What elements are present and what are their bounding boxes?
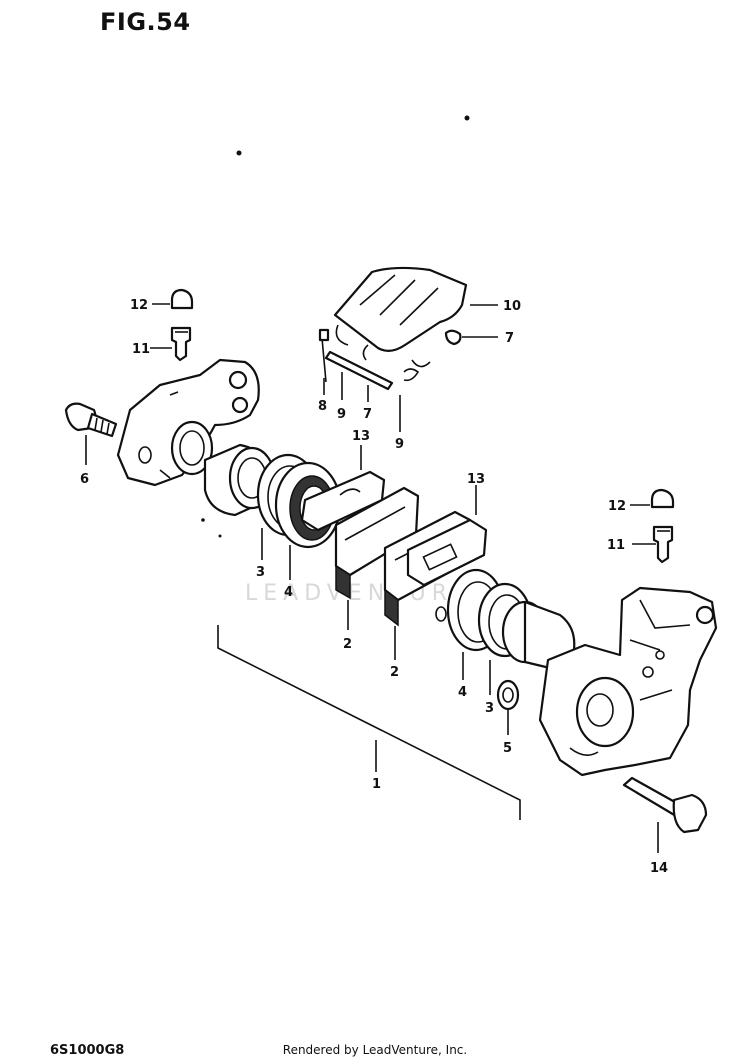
callout-7-right: 7 bbox=[505, 331, 514, 346]
right-caliper-body bbox=[538, 586, 718, 777]
callout-14: 14 bbox=[650, 861, 668, 876]
callout-9-left: 9 bbox=[337, 407, 346, 422]
small-clip bbox=[435, 606, 447, 622]
callout-3-left: 3 bbox=[256, 565, 265, 580]
callout-6: 6 bbox=[80, 472, 89, 487]
callout-11-left: 11 bbox=[132, 342, 150, 357]
render-credit: Rendered by LeadVenture, Inc. bbox=[282, 1043, 468, 1057]
callout-2-right: 2 bbox=[390, 665, 399, 680]
left-caliper-body bbox=[116, 358, 260, 487]
assembly-bracket bbox=[217, 625, 521, 820]
brake-pad-left bbox=[334, 486, 420, 600]
washer bbox=[496, 679, 520, 711]
callout-2-left: 2 bbox=[343, 637, 352, 652]
watermark: LEADVENTURE bbox=[245, 581, 473, 606]
speck bbox=[236, 150, 242, 156]
left-bleeder-parts bbox=[170, 288, 194, 362]
figure-title: FIG.54 bbox=[100, 8, 191, 36]
callout-12-right: 12 bbox=[608, 499, 626, 514]
callout-12-left: 12 bbox=[130, 298, 148, 313]
callout-4-right: 4 bbox=[458, 685, 467, 700]
callout-3-right: 3 bbox=[485, 701, 494, 716]
pad-pin-part bbox=[318, 328, 462, 391]
callout-7-left: 7 bbox=[363, 407, 372, 422]
right-bleeder-parts bbox=[650, 488, 675, 564]
callout-9-right: 9 bbox=[395, 437, 404, 452]
callout-11-right: 11 bbox=[607, 538, 625, 553]
callout-13-left: 13 bbox=[352, 429, 370, 444]
speck bbox=[464, 115, 470, 121]
left-mounting-bolt bbox=[64, 402, 118, 438]
callout-5: 5 bbox=[503, 741, 512, 756]
callout-labels: 12 11 6 10 7 8 9 7 9 13 13 3 4 2 2 4 3 5… bbox=[80, 298, 668, 876]
leader-lines bbox=[85, 303, 659, 853]
speck bbox=[218, 534, 222, 538]
right-shim bbox=[406, 518, 488, 587]
callout-1: 1 bbox=[372, 777, 381, 792]
drawing-code: 6S1000G8 bbox=[50, 1043, 125, 1058]
right-piston bbox=[501, 600, 576, 670]
callout-10: 10 bbox=[503, 299, 521, 314]
right-mounting-bolt bbox=[622, 776, 708, 834]
callout-4-left: 4 bbox=[284, 585, 293, 600]
callout-8: 8 bbox=[318, 399, 327, 414]
speck bbox=[201, 518, 205, 522]
callout-13-right: 13 bbox=[467, 472, 485, 487]
pad-spring-part bbox=[333, 266, 468, 368]
